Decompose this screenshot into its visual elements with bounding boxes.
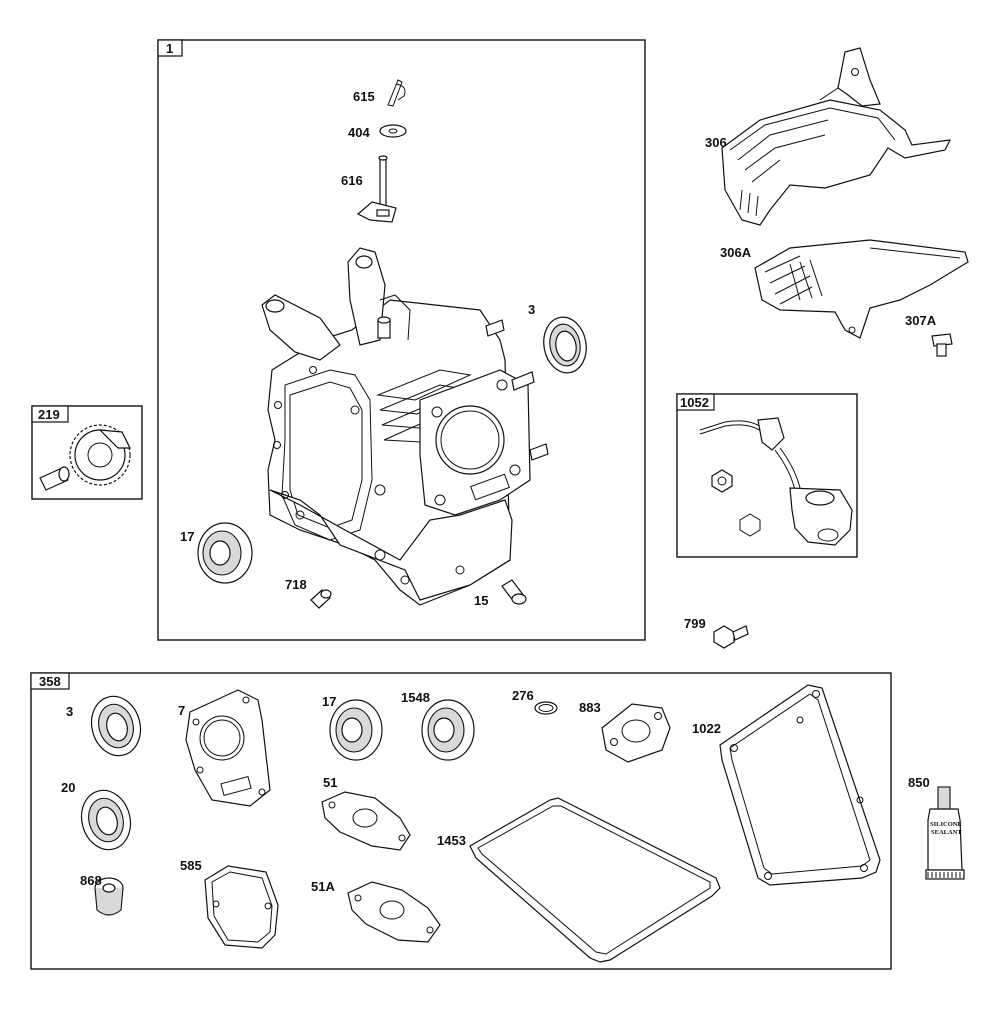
gasket-1453-part[interactable]	[469, 797, 721, 963]
group-1: 1 615 404 616	[157, 39, 646, 641]
gasket-585-part[interactable]	[204, 865, 279, 949]
sealant-tube-line2: SEALANT	[931, 829, 962, 836]
group-1-tag	[157, 39, 183, 57]
sealant-tube-line1: SILICONE	[930, 821, 962, 828]
gasket-51A-part[interactable]	[347, 881, 441, 943]
bearing-17-kit-part[interactable]	[329, 699, 383, 761]
label-17-engine: 17	[180, 529, 194, 544]
governor-shaft-616-part[interactable]	[356, 155, 397, 223]
label-616: 616	[341, 173, 363, 188]
sealant-tube-850-part[interactable]: SILICONE SEALANT	[925, 786, 965, 880]
label-404: 404	[348, 125, 370, 140]
blower-housing-306-part[interactable]	[721, 47, 952, 226]
group-1052-frame	[676, 393, 858, 558]
gasket-883-part[interactable]	[601, 703, 671, 763]
label-15: 15	[474, 593, 488, 608]
label-799: 799	[684, 616, 706, 631]
gasket-1022-part[interactable]	[719, 684, 881, 886]
label-3-kit: 3	[66, 704, 73, 719]
seal-3-kit-part[interactable]	[85, 691, 147, 761]
bolt-799-part[interactable]	[713, 625, 749, 649]
group-219-label: 219	[38, 407, 60, 422]
label-615: 615	[353, 89, 375, 104]
label-307A: 307A	[905, 313, 937, 328]
screw-15-part[interactable]	[501, 579, 527, 605]
label-51A: 51A	[311, 879, 335, 894]
bearing-1548-part[interactable]	[421, 699, 475, 761]
group-1052-label: 1052	[680, 395, 709, 410]
label-276: 276	[512, 688, 534, 703]
label-3-engine: 3	[528, 302, 535, 317]
sensor-part[interactable]	[699, 417, 853, 546]
label-850: 850	[908, 775, 930, 790]
group-358: 358 3 20 868	[30, 672, 892, 970]
group-219-frame	[31, 405, 143, 500]
seal-3-engine-part[interactable]	[539, 314, 590, 376]
group-1052: 1052	[676, 393, 858, 558]
seal-20-part[interactable]	[75, 785, 137, 855]
head-gasket-7-part[interactable]	[185, 689, 271, 807]
washer-404-part[interactable]	[379, 124, 407, 138]
group-1-frame	[157, 39, 646, 641]
bearing-17-engine-part[interactable]	[197, 522, 253, 584]
gasket-51-part[interactable]	[321, 791, 411, 851]
label-1453: 1453	[437, 833, 466, 848]
blower-housing-306A-part[interactable]	[754, 239, 969, 339]
label-718: 718	[285, 577, 307, 592]
cylinder-block-part[interactable]	[261, 247, 549, 606]
label-585: 585	[180, 858, 202, 873]
group-1052-tag	[676, 393, 715, 411]
group-219-tag	[31, 405, 69, 423]
label-306: 306	[705, 135, 727, 150]
group-1-label: 1	[166, 41, 173, 56]
group-358-frame	[30, 672, 892, 970]
label-17-kit: 17	[322, 694, 336, 709]
valve-seal-868-part[interactable]	[94, 877, 124, 916]
screw-307A-part[interactable]	[931, 333, 953, 357]
label-7: 7	[178, 703, 185, 718]
label-1022: 1022	[692, 721, 721, 736]
group-219: 219	[31, 405, 143, 500]
dowel-pin-718-part[interactable]	[310, 589, 332, 609]
label-306A: 306A	[720, 245, 752, 260]
label-20: 20	[61, 780, 75, 795]
group-358-label: 358	[39, 674, 61, 689]
governor-gear-part[interactable]	[39, 424, 131, 491]
pin-615-part[interactable]	[387, 79, 406, 107]
label-883: 883	[579, 700, 601, 715]
label-1548: 1548	[401, 690, 430, 705]
label-51: 51	[323, 775, 337, 790]
group-358-tag	[30, 672, 70, 690]
oring-276-part[interactable]	[534, 701, 558, 715]
label-868: 868	[80, 873, 102, 888]
